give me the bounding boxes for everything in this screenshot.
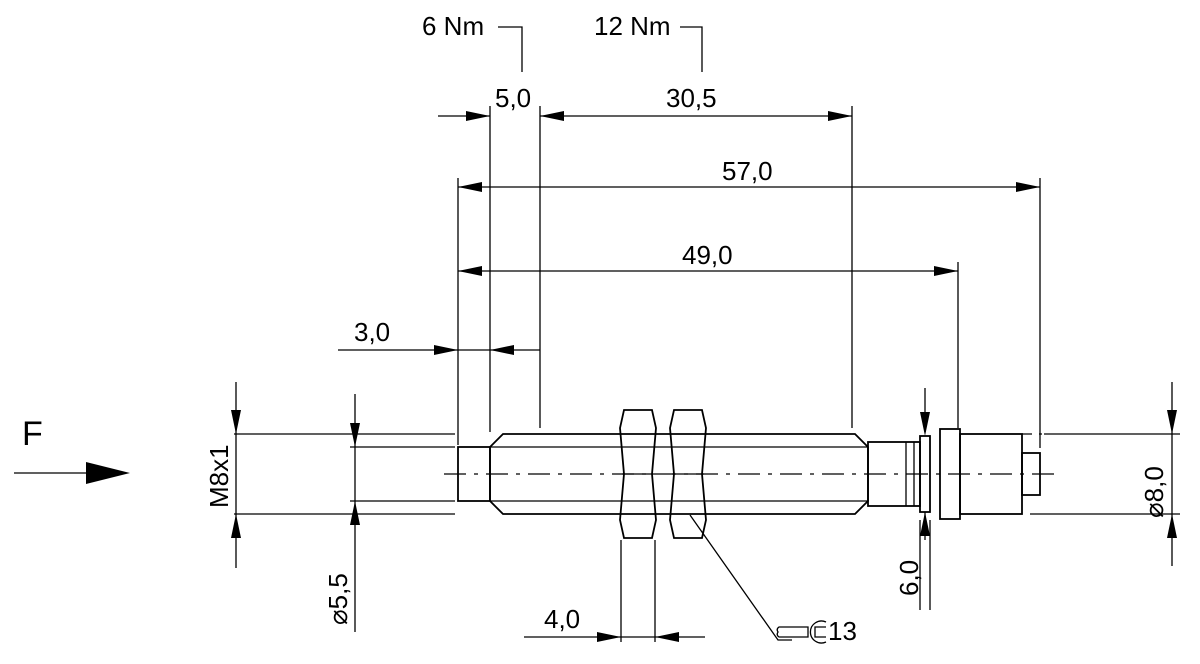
force-direction: F: [14, 415, 130, 484]
force-label: F: [22, 415, 43, 453]
dim-rear-nut-zone-label: 30,5: [666, 83, 717, 113]
wrench-icon: [776, 620, 827, 644]
dim-thread-length-label: 49,0: [682, 240, 733, 270]
torque-callout-rear: 12 Nm: [594, 11, 703, 72]
dim-flange-width: 6,0: [894, 388, 930, 596]
dim-flange-width-label: 6,0: [894, 560, 924, 596]
torque-front-label: 6 Nm: [422, 11, 484, 41]
dim-thread-length: 49,0: [458, 240, 958, 276]
extension-lines: [234, 106, 1180, 642]
dim-connector-diameter-label: ⌀8,0: [1139, 466, 1169, 518]
dim-tip-diameter-label: ⌀5,5: [323, 573, 353, 625]
wrench-callout: 13: [689, 514, 857, 646]
dim-cap-offset: 3,0: [338, 317, 540, 355]
dim-front-nut-zone-label: 5,0: [495, 83, 531, 113]
dim-nut-thickness: 4,0: [524, 604, 705, 642]
torque-rear-label: 12 Nm: [594, 11, 671, 41]
force-arrow-head: [86, 462, 130, 484]
dim-front-nut-zone: 5,0: [438, 83, 564, 121]
dim-connector-diameter: ⌀8,0: [1139, 382, 1177, 566]
dim-thread-size-label: M8x1: [204, 444, 234, 508]
dim-total-length: 57,0: [458, 156, 1040, 192]
dim-total-length-label: 57,0: [722, 156, 773, 186]
dim-thread-size: M8x1: [204, 382, 241, 568]
dim-rear-nut-zone: 30,5: [540, 83, 852, 121]
dim-cap-offset-label: 3,0: [354, 317, 390, 347]
dim-tip-diameter: ⌀5,5: [323, 394, 360, 632]
dim-nut-thickness-label: 4,0: [544, 604, 580, 634]
wrench-size-label: 13: [828, 616, 857, 646]
torque-callout-front: 6 Nm: [422, 11, 523, 72]
